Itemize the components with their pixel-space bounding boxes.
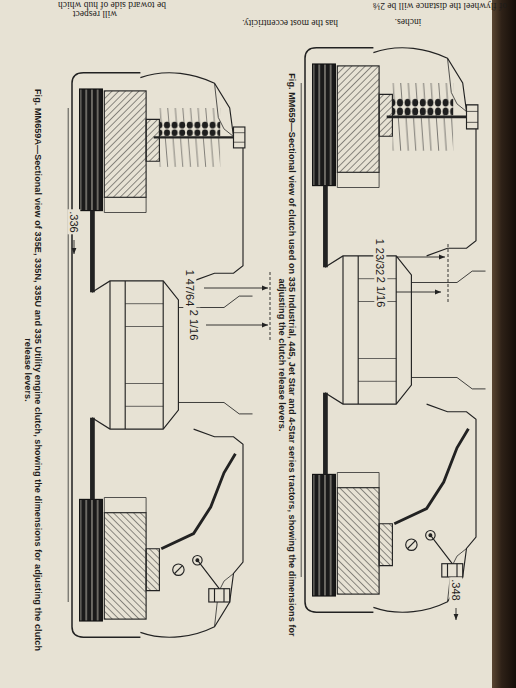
dimension-label: 2 1/16	[188, 308, 201, 343]
dimension-label: 1 23/32	[374, 237, 387, 278]
figure-caption: Fig. MM659—Sectional view of clutch used…	[277, 55, 298, 655]
page-text: has the most eccentricity.	[242, 18, 338, 29]
dimension-label: .348	[450, 577, 463, 602]
figure-caption: Fig. MM659A—Sectional view of 335E, 335N…	[23, 75, 44, 665]
book-edge	[492, 0, 516, 688]
dimension-label: 1 47/64	[184, 268, 197, 309]
dimension-label: .336	[68, 209, 81, 234]
clutch-section-right	[301, 48, 485, 613]
page-text: be toward side of hub which	[58, 0, 166, 10]
page-text: of flywheel the distance will be 2⅛	[373, 1, 507, 12]
page-text: inches.	[395, 17, 422, 28]
dimension-label: 2 1/16	[375, 275, 388, 310]
clutch-section-left	[68, 73, 252, 638]
dimension-lines	[74, 240, 456, 620]
